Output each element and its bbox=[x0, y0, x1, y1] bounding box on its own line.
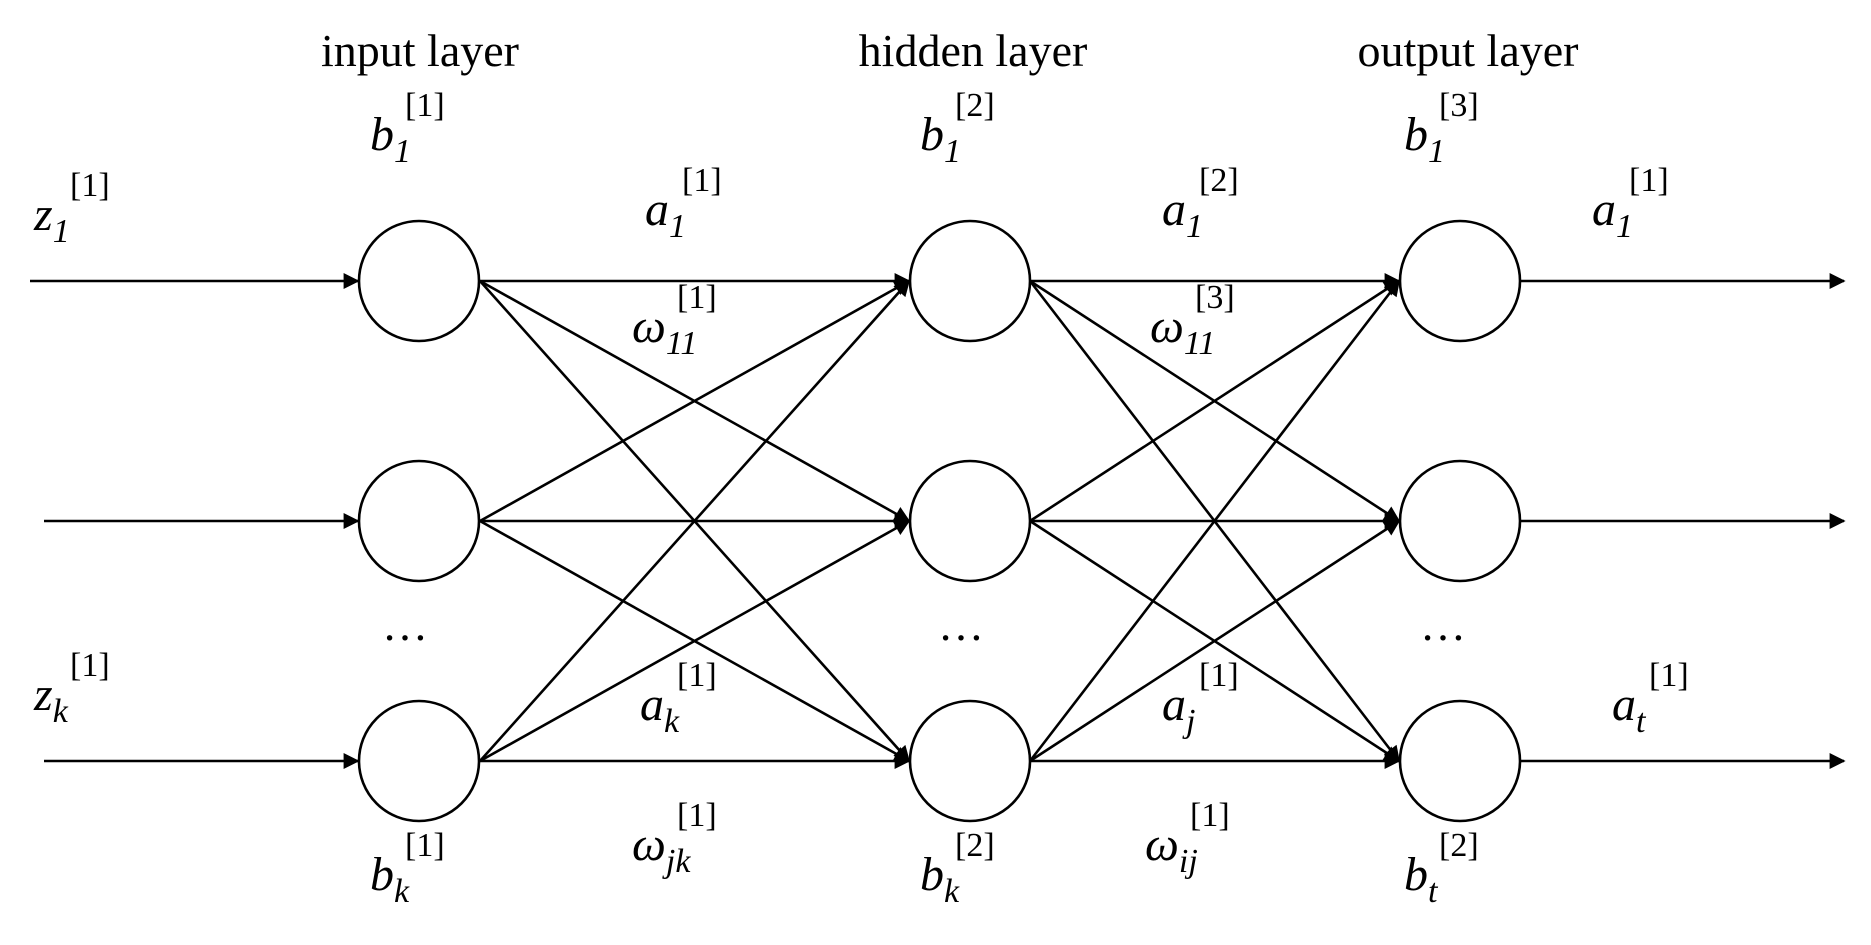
w-hidden-top-label: ω11[3] bbox=[1150, 279, 1235, 362]
hidden-output-connections bbox=[1028, 273, 1401, 769]
z-input-top-label: z1[1] bbox=[33, 167, 110, 250]
a-hidden-bottom-label: aj[1] bbox=[1162, 657, 1239, 740]
output-node-2 bbox=[1398, 459, 1522, 583]
hidden-node-k bbox=[908, 699, 1032, 823]
connection bbox=[1028, 279, 1401, 762]
connection bbox=[1029, 279, 1401, 523]
b-output-top-label: b1[3] bbox=[1404, 87, 1479, 170]
a-input-top-label: a1[1] bbox=[645, 162, 722, 245]
output-node-1 bbox=[1398, 219, 1522, 343]
output-ellipsis: … bbox=[1420, 599, 1466, 650]
w-hidden-bottom-label: ωij[1] bbox=[1145, 797, 1230, 880]
connection bbox=[479, 519, 911, 763]
b-input-top-label: b1[1] bbox=[370, 87, 445, 170]
b-input-bottom-label: bk[1] bbox=[370, 827, 445, 910]
input-ellipsis: … bbox=[382, 599, 428, 650]
hidden-node-2 bbox=[908, 459, 1032, 583]
b-hidden-bottom-label: bk[2] bbox=[920, 827, 995, 910]
output-node-t bbox=[1398, 699, 1522, 823]
b-hidden-top-label: b1[2] bbox=[920, 87, 995, 170]
connection bbox=[1029, 519, 1401, 763]
hidden-node-1 bbox=[908, 219, 1032, 343]
hidden-layer-title: hidden layer bbox=[859, 25, 1088, 76]
a-output-top-label: a1[1] bbox=[1592, 162, 1669, 245]
output-layer-title: output layer bbox=[1358, 25, 1579, 76]
a-output-bottom-label: at[1] bbox=[1612, 657, 1689, 740]
a-hidden-top-label: a1[2] bbox=[1162, 162, 1239, 245]
connection bbox=[479, 279, 911, 523]
input-layer-title: input layer bbox=[321, 25, 519, 76]
z-input-bottom-label: zk[1] bbox=[33, 647, 110, 730]
input-hidden-connections bbox=[479, 273, 911, 769]
w-input-bottom-label: ωjk[1] bbox=[632, 797, 717, 880]
input-node-k bbox=[357, 699, 481, 823]
hidden-ellipsis: … bbox=[938, 599, 984, 650]
a-input-bottom-label: ak[1] bbox=[640, 657, 717, 740]
input-node-2 bbox=[357, 459, 481, 583]
connection bbox=[479, 279, 911, 762]
w-input-top-label: ω11[1] bbox=[632, 279, 717, 362]
b-output-bottom-label: bt[2] bbox=[1404, 827, 1479, 910]
input-node-1 bbox=[357, 219, 481, 343]
